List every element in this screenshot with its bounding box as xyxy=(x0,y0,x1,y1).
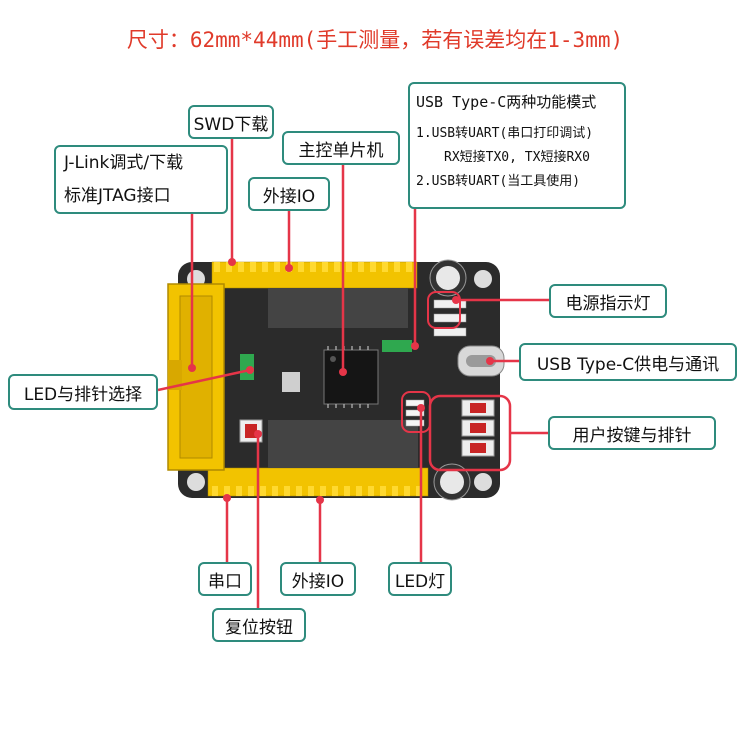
silkscreen-rows xyxy=(268,288,418,468)
jlink-label-line1: J-Link调式/下载 xyxy=(64,152,184,173)
jlink-label: J-Link调式/下载 标准JTAG接口 xyxy=(54,145,228,214)
crystal xyxy=(282,372,300,392)
usb-power-label: USB Type-C供电与通讯 xyxy=(519,343,737,381)
usb-mode-1-detail: RX短接TX0, TX短接RX0 xyxy=(444,150,590,165)
led-select-label: LED与排针选择 xyxy=(8,374,158,410)
usb-type-c-modes-box: USB Type-C两种功能模式 1.USB转UART(串口打印调试) RX短接… xyxy=(408,82,626,209)
right-side-pins xyxy=(433,299,467,337)
led-label: LED灯 xyxy=(388,562,452,596)
jtag-connector xyxy=(167,283,225,471)
reset-button-label: 复位按钮 xyxy=(212,608,306,642)
mcu-chip xyxy=(323,349,379,405)
mounting-hole xyxy=(187,473,205,491)
power-led-highlight xyxy=(427,291,461,329)
leader-lines xyxy=(157,139,550,610)
capacitor-top xyxy=(429,259,467,297)
bottom-header-pins xyxy=(207,467,429,497)
usb-modes-heading: USB Type-C两种功能模式 xyxy=(416,93,597,111)
swd-label: SWD下载 xyxy=(188,105,274,139)
ext-io-bottom-label: 外接IO xyxy=(280,562,356,596)
mounting-hole xyxy=(474,270,492,288)
dimension-title: 尺寸：62mm*44mm(手工测量，若有误差均在1-3mm) xyxy=(126,28,624,52)
led-highlight xyxy=(401,391,431,433)
usb-mode-1: 1.USB转UART(串口打印调试) xyxy=(416,126,594,141)
bottom-header-pin-heads xyxy=(212,486,422,496)
top-header-pin-heads xyxy=(214,262,412,272)
led-components xyxy=(405,399,425,427)
capacitor-bottom xyxy=(433,463,471,501)
uart-label: 串口 xyxy=(198,562,252,596)
user-key-label: 用户按键与排针 xyxy=(548,416,716,450)
usb-mode-2: 2.USB转UART(当工具使用) xyxy=(416,174,581,189)
ext-io-top-label: 外接IO xyxy=(248,177,330,211)
leader-dots xyxy=(188,258,494,504)
power-led-label: 电源指示灯 xyxy=(549,284,667,318)
jlink-label-line2: 标准JTAG接口 xyxy=(64,185,171,206)
user-key-highlight xyxy=(428,394,512,472)
mounting-hole xyxy=(474,473,492,491)
user-buttons xyxy=(461,399,495,457)
jumper-green xyxy=(382,340,412,352)
mcu-label: 主控单片机 xyxy=(282,131,400,165)
